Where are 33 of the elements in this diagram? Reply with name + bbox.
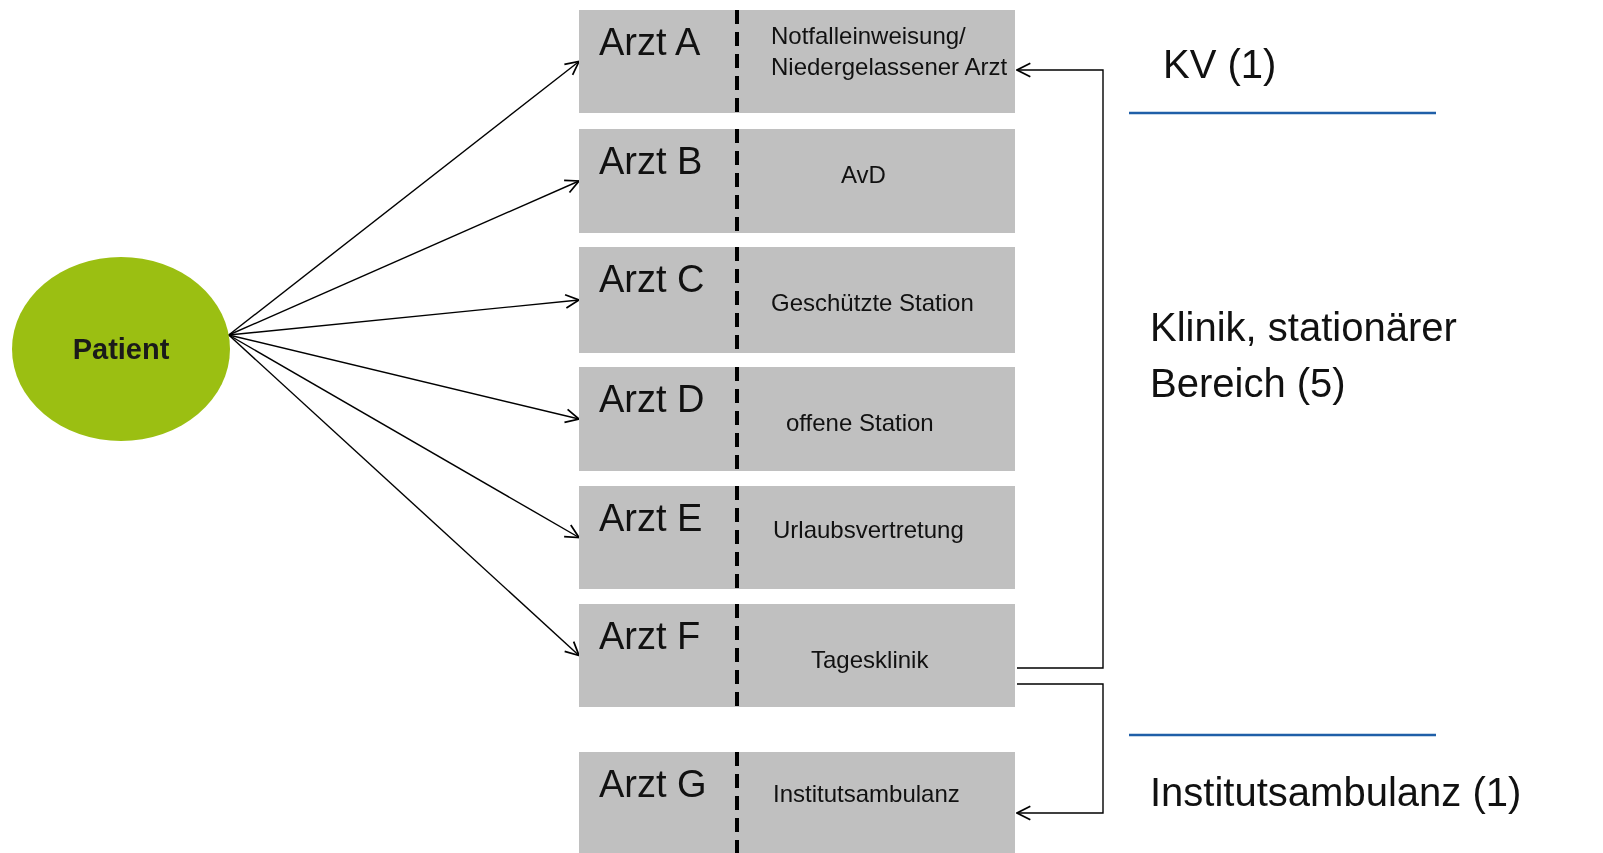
section-label: Klinik, stationärer Bereich (5) xyxy=(1150,304,1458,407)
section-label: KV (1) xyxy=(1163,41,1278,88)
doctor-box xyxy=(579,247,1015,353)
doctor-box xyxy=(579,367,1015,471)
role-label: AvD xyxy=(841,160,886,190)
role-label: Urlaubsvertretung xyxy=(773,515,964,545)
doctor-box xyxy=(579,10,1015,113)
role-label: Geschützte Station xyxy=(771,288,974,318)
arrow xyxy=(228,334,580,539)
doctor-box xyxy=(579,752,1015,853)
node-label: Patient xyxy=(72,332,170,366)
arrow xyxy=(228,60,580,336)
role-label: Notfalleinweisung/ Niedergelassener Arzt xyxy=(771,21,1009,83)
arrow xyxy=(228,293,580,336)
arrow xyxy=(1016,683,1104,821)
doctor-label: Arzt C xyxy=(599,259,705,301)
role-label: offene Station xyxy=(786,408,934,438)
role-label: Tagesklinik xyxy=(811,645,929,675)
arrow xyxy=(228,334,580,657)
doctor-label: Arzt B xyxy=(599,141,703,183)
arrow xyxy=(228,334,580,424)
doctor-box xyxy=(579,486,1015,589)
doctor-label: Arzt A xyxy=(599,22,701,64)
doctor-box xyxy=(579,604,1015,707)
doctor-label: Arzt F xyxy=(599,616,701,658)
doctor-label: Arzt G xyxy=(599,764,707,806)
section-label: Institutsambulanz (1) xyxy=(1150,769,1523,816)
doctor-box xyxy=(579,129,1015,233)
role-label: Institutsambulanz xyxy=(773,779,960,809)
doctor-label: Arzt E xyxy=(599,498,703,540)
arrow xyxy=(1016,62,1104,669)
arrow xyxy=(228,179,580,336)
doctor-label: Arzt D xyxy=(599,379,705,421)
